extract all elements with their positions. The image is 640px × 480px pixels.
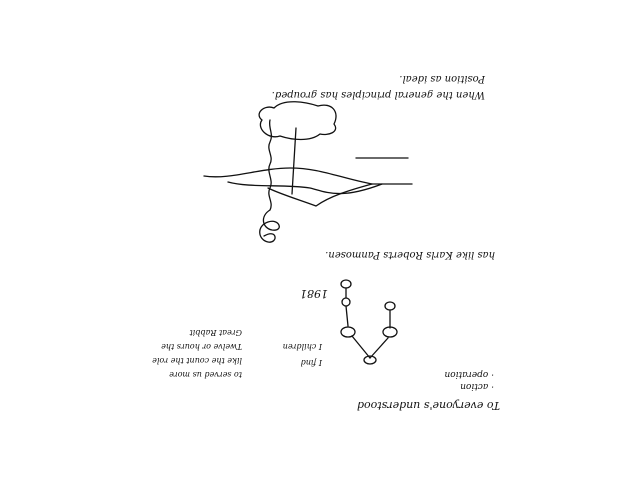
side-note-1: I find <box>301 358 323 367</box>
trunk-straight-line <box>291 127 297 195</box>
horizon-line-lower <box>227 181 383 195</box>
bottom-item-1: · action <box>460 381 494 391</box>
side-note-3-line-1: to served us more <box>169 370 242 379</box>
mid-caption: has like Karls Roberts Panmosen. <box>325 249 495 260</box>
trunk-wiggly-line <box>268 119 273 211</box>
year-label: 1981 <box>300 287 328 300</box>
node-diagram <box>340 279 398 365</box>
side-note-3-line-2: like the count the role <box>152 356 242 365</box>
node-left <box>382 326 398 338</box>
edge-root-right <box>351 335 371 359</box>
node-right-top <box>340 279 352 289</box>
edge-right-up <box>345 305 349 327</box>
cloud-cap-outline <box>258 101 337 141</box>
edge-root-left <box>369 337 389 359</box>
valley-curve <box>267 183 373 207</box>
side-note-3-line-3: Twelve or hours the <box>161 342 242 351</box>
node-left-top <box>384 301 396 311</box>
bottom-heading: To everyone's understood <box>357 399 500 412</box>
spiral-loop <box>259 209 280 243</box>
node-right <box>340 326 356 338</box>
note-line-2: Position as ideal. <box>399 73 486 84</box>
rotated-sketch-group: When the general principles has grouped.… <box>152 73 500 412</box>
horizon-line-upper <box>203 167 373 185</box>
node-right-mid <box>341 297 351 307</box>
bottom-item-2: · operation <box>444 369 494 379</box>
side-note-2: I children <box>283 342 323 351</box>
node-root <box>363 355 377 365</box>
note-line-1: When the general principles has grouped. <box>272 89 485 100</box>
landscape-sketch <box>203 101 413 243</box>
side-note-3-line-4: Great Rabbit <box>189 328 242 337</box>
